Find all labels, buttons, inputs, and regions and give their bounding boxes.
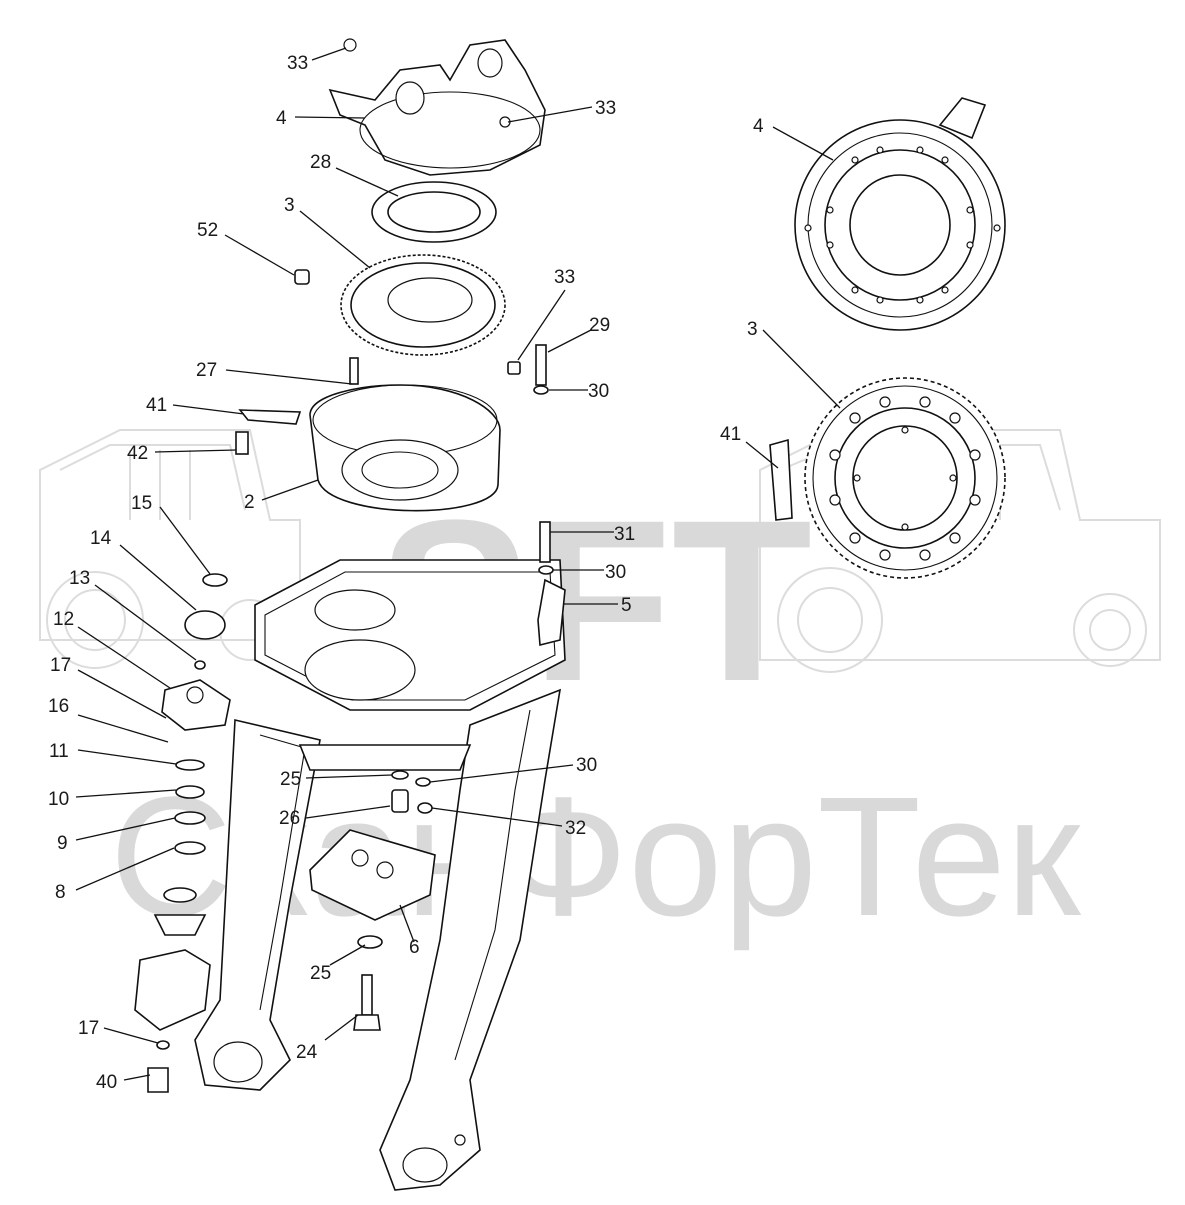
- callout-17: 17: [78, 1018, 99, 1039]
- callout-3: 3: [747, 319, 758, 340]
- hardware: [235, 269, 566, 1031]
- callout-14: 14: [90, 528, 112, 549]
- callout-27: 27: [196, 360, 217, 381]
- callout-26: 26: [279, 808, 300, 829]
- callout-40: 40: [96, 1072, 117, 1093]
- callout-11: 11: [49, 741, 69, 762]
- callout-25: 25: [280, 769, 301, 790]
- callout-41: 41: [146, 395, 167, 416]
- callout-9: 9: [57, 833, 68, 854]
- leader-lines: [75, 47, 841, 1081]
- rotator-head: [328, 38, 546, 176]
- callout-33: 33: [595, 98, 616, 119]
- callout-29: 29: [589, 315, 610, 336]
- drive-stack: [134, 573, 231, 1093]
- callout-4: 4: [276, 108, 287, 129]
- callout-2: 2: [244, 492, 255, 513]
- housing: [309, 384, 501, 512]
- callout-labels: 33 4 33 28 3 52 33 29 27 30 41 42 2 15 3…: [48, 53, 764, 1093]
- callout-3: 3: [284, 195, 295, 216]
- boom-frame: [194, 559, 566, 1191]
- callout-12: 12: [53, 609, 74, 630]
- callout-4: 4: [753, 116, 764, 137]
- callout-31: 31: [614, 524, 635, 545]
- callout-30: 30: [576, 755, 597, 776]
- callout-33: 33: [287, 53, 308, 74]
- callout-28: 28: [310, 152, 331, 173]
- callout-41: 41: [720, 424, 741, 445]
- callout-42: 42: [127, 443, 148, 464]
- callout-16: 16: [48, 696, 69, 717]
- callout-13: 13: [69, 568, 90, 589]
- callout-30: 30: [588, 381, 609, 402]
- callout-30: 30: [605, 562, 626, 583]
- callout-25: 25: [310, 963, 331, 984]
- callout-32: 32: [565, 818, 586, 839]
- callout-17: 17: [50, 655, 71, 676]
- slewing-gear: [340, 254, 506, 356]
- callout-5: 5: [621, 595, 632, 616]
- detail-gear-top-view: [804, 377, 1006, 579]
- wear-plate: [238, 409, 302, 425]
- bearing-ring: [371, 181, 497, 243]
- callout-24: 24: [296, 1042, 318, 1063]
- detail-head-top-view: [794, 97, 1006, 331]
- callout-10: 10: [48, 789, 69, 810]
- callout-33: 33: [554, 267, 575, 288]
- callout-52: 52: [197, 220, 218, 241]
- callout-15: 15: [131, 493, 152, 514]
- callout-6: 6: [409, 937, 420, 958]
- callout-8: 8: [55, 882, 66, 903]
- detail-wear-plate: [769, 438, 793, 521]
